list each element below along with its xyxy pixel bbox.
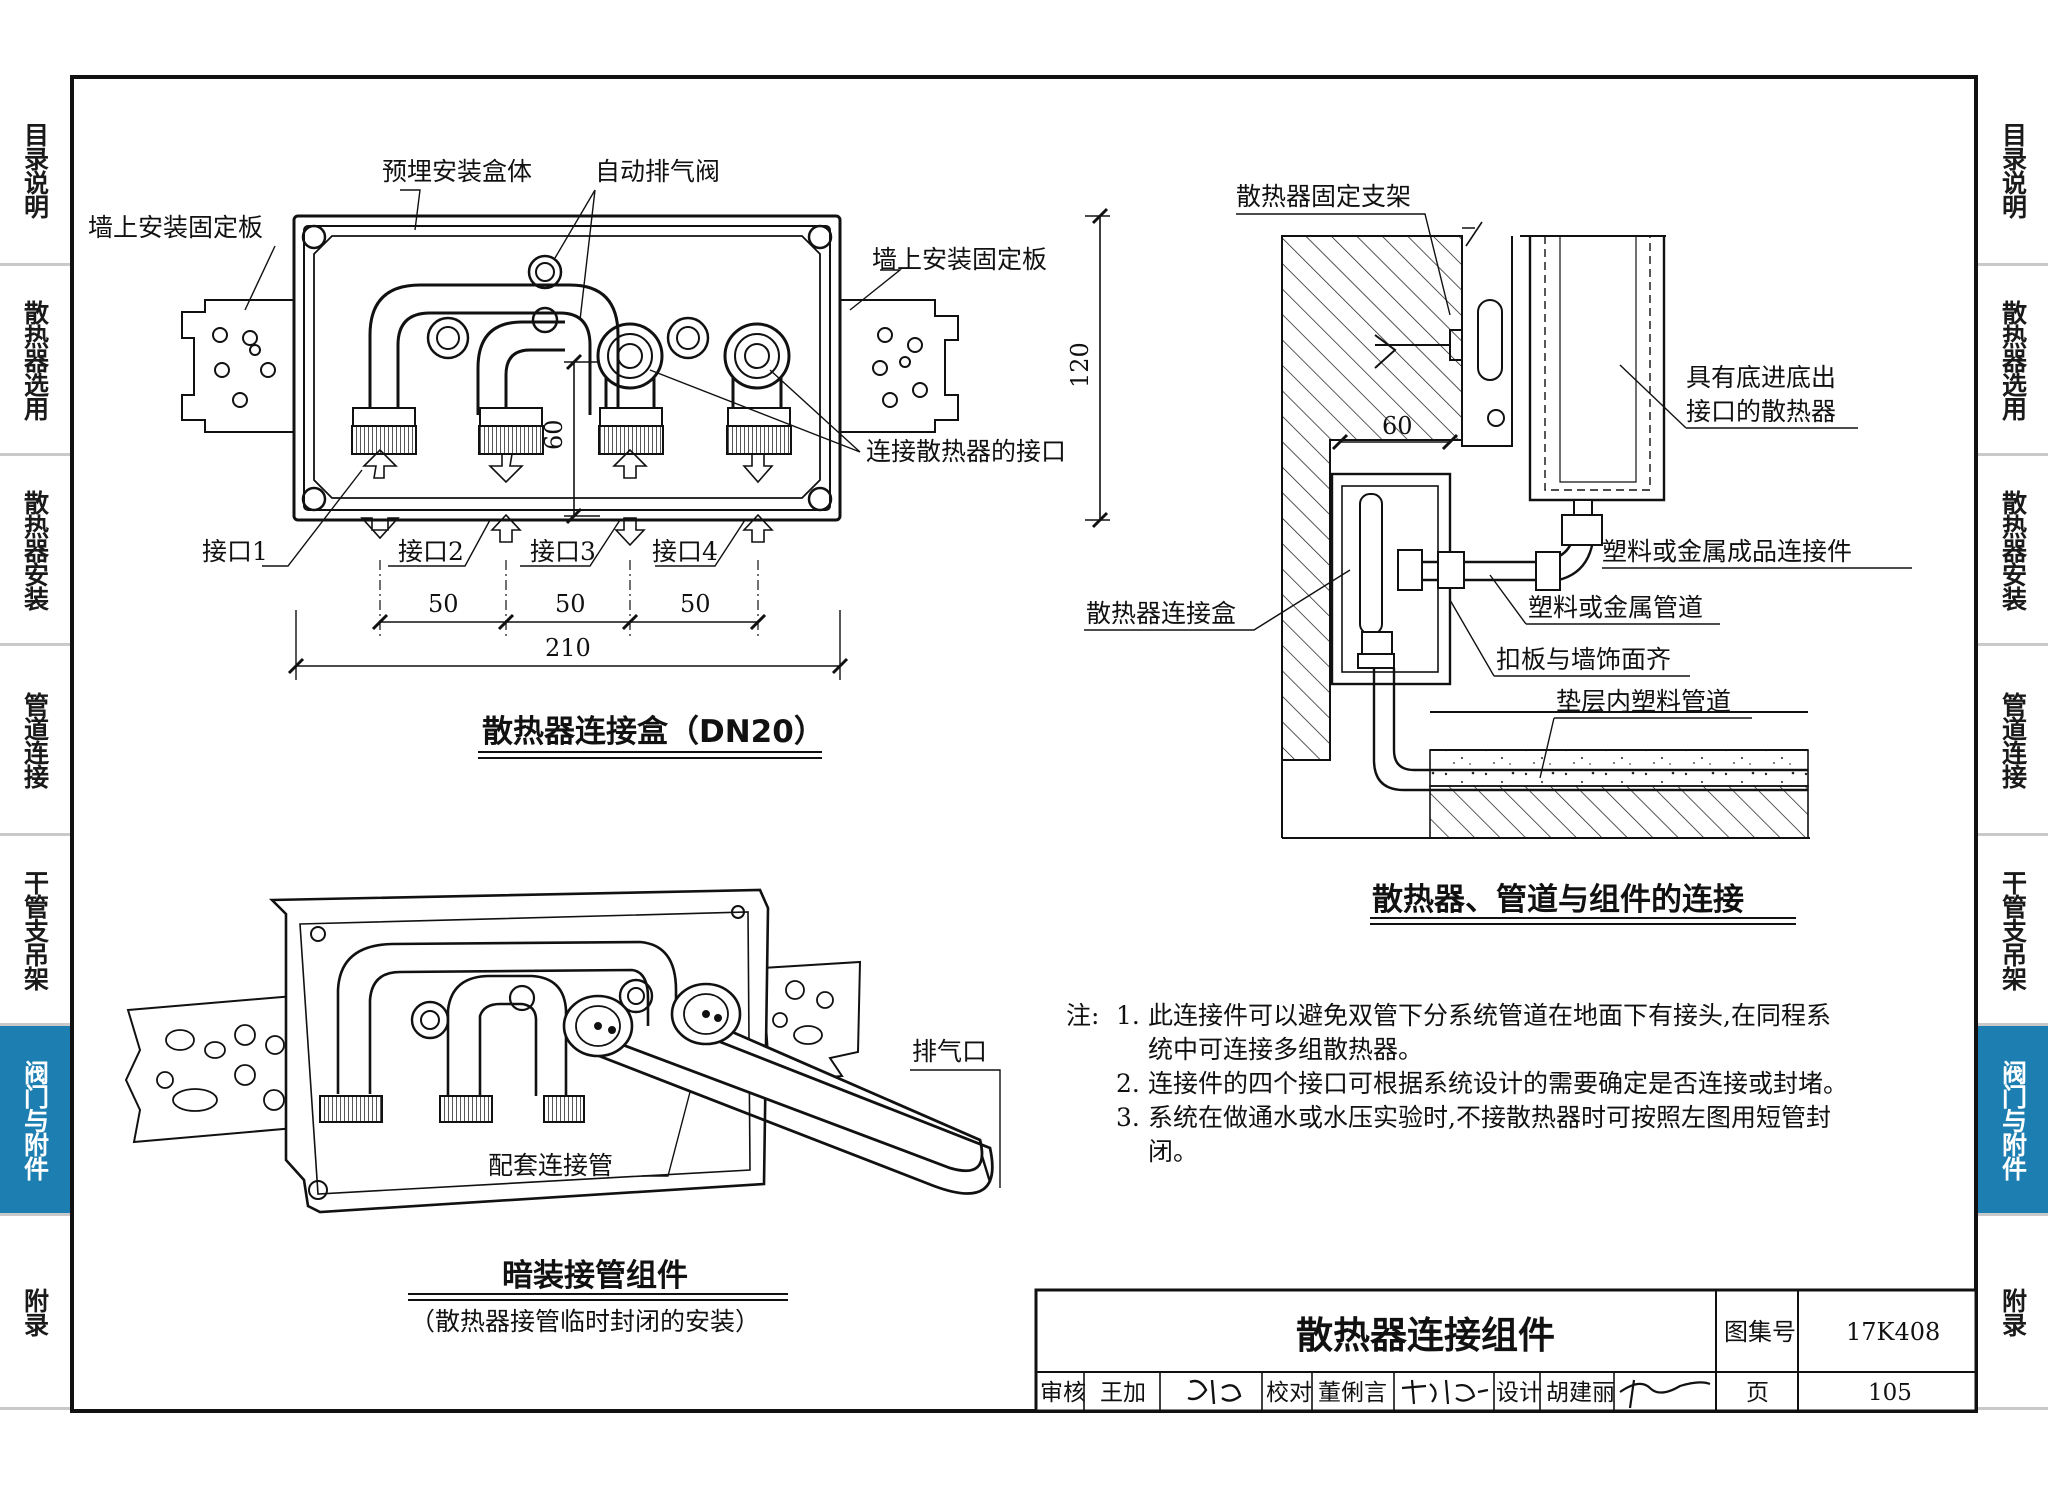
tab-contents[interactable]: 目录说明 [0, 76, 70, 266]
check-label: 校对 [1266, 1380, 1312, 1406]
tab-appendix[interactable]: 附录 [0, 1216, 70, 1410]
checker-name: 董俐言 [1318, 1380, 1387, 1406]
dim-height: 120 [1066, 342, 1094, 388]
concealed-assembly-view [124, 888, 1001, 1301]
floor-slab [1429, 785, 1809, 839]
label-radiator-port: 连接散热器的接口 [866, 437, 1066, 466]
label-port1: 接口1 [202, 537, 268, 566]
signature-reviewer [1187, 1379, 1242, 1405]
sheet-frame [70, 75, 1978, 1413]
notes: 注: 1. 此连接件可以避免双管下分系统管道在地面下有接头,在同程系 统中可连接… [1066, 1001, 1848, 1166]
note-3-line2: 闭。 [1148, 1137, 1198, 1166]
atlas-no-label: 图集号 [1724, 1318, 1796, 1346]
dim-total-width: 210 [545, 634, 591, 662]
right-mount-plate [839, 299, 959, 433]
note-1-number: 1. [1116, 1001, 1140, 1030]
assembly-view-subtitle: （散热器接管临时封闭的安装） [410, 1307, 760, 1336]
tab-main-pipe-hangers[interactable]: 干管支吊架 [1978, 836, 2048, 1026]
signature-checker [1401, 1379, 1489, 1405]
label-port4: 接口4 [652, 537, 718, 566]
label-mount-plate-left: 墙上安装固定板 [88, 213, 263, 242]
tab-main-pipe-hangers[interactable]: 干管支吊架 [0, 836, 70, 1026]
connection-box-front-view [181, 189, 1110, 759]
dim-spacing-3: 50 [680, 590, 711, 618]
label-fitting: 塑料或金属成品连接件 [1602, 537, 1852, 566]
box-view-title: 散热器连接盒（DN20） [482, 714, 825, 750]
dim-depth: 60 [540, 419, 568, 450]
radiator-body [1528, 236, 1666, 502]
left-tab-column: 目录说明 散热器选用 散热器安装 管道连接 干管支吊架 阀门与附件 附录 [0, 76, 70, 1410]
connection-box-labels: 预埋安装盒体 自动排气阀 墙上安装固定板 墙上安装固定板 连接散热器的接口 接口… [88, 157, 1094, 750]
label-mount-plate-right: 墙上安装固定板 [872, 245, 1047, 274]
label-air-valve: 自动排气阀 [595, 157, 720, 186]
label-port3: 接口3 [530, 537, 596, 566]
note-2-line1: 连接件的四个接口可根据系统设计的需要确定是否连接或封堵。 [1148, 1069, 1848, 1098]
tab-radiator-selection[interactable]: 散热器选用 [1978, 266, 2048, 456]
tab-valves-accessories[interactable]: 阀门与附件 [1978, 1026, 2048, 1216]
title-block [1034, 1288, 1978, 1413]
note-2-number: 2. [1116, 1069, 1140, 1098]
label-pipe: 塑料或金属管道 [1528, 593, 1703, 622]
tab-radiator-installation[interactable]: 散热器安装 [1978, 456, 2048, 646]
label-port2: 接口2 [398, 537, 464, 566]
note-3-line1: 系统在做通水或水压实验时,不接散热器时可按照左图用短管封 [1148, 1103, 1831, 1132]
note-1-line1: 此连接件可以避免双管下分系统管道在地面下有接头,在同程系 [1148, 1001, 1831, 1030]
concealed-assembly-labels: 排气口 配套连接管 暗装接管组件 （散热器接管临时封闭的安装） [410, 1037, 987, 1336]
radiator-connection-labels: 散热器固定支架 具有底进底出 接口的散热器 塑料或金属成品连接件 塑料或金属管道… [1086, 182, 1852, 918]
dim-spacing-2: 50 [555, 590, 586, 618]
note-3-number: 3. [1116, 1103, 1140, 1132]
label-connection-box: 散热器连接盒 [1086, 599, 1236, 628]
tab-pipe-connection[interactable]: 管道连接 [0, 646, 70, 836]
reviewer-name: 王加 [1100, 1380, 1146, 1406]
label-floor-pipe: 垫层内塑料管道 [1556, 687, 1731, 716]
label-matching-pipe: 配套连接管 [488, 1151, 613, 1180]
assembly-view-title: 暗装接管组件 [502, 1258, 688, 1294]
drawing-title: 散热器连接组件 [1296, 1314, 1555, 1357]
tab-pipe-connection[interactable]: 管道连接 [1978, 646, 2048, 836]
mount-plate-holes [212, 327, 928, 408]
connection-view-title: 散热器、管道与组件的连接 [1372, 882, 1744, 918]
label-radiator-line2: 接口的散热器 [1686, 397, 1836, 426]
notes-prefix: 注: [1066, 1001, 1099, 1030]
left-mount-plate [181, 299, 295, 433]
label-radiator-line1: 具有底进底出 [1686, 363, 1836, 392]
label-plate-flush: 扣板与墙饰面齐 [1496, 645, 1671, 674]
tab-appendix[interactable]: 附录 [1978, 1216, 2048, 1410]
note-1-line2: 统中可连接多组散热器。 [1148, 1035, 1423, 1064]
page-label: 页 [1746, 1380, 1769, 1406]
tab-valves-accessories[interactable]: 阀门与附件 [0, 1026, 70, 1216]
designer-name: 胡建丽 [1546, 1380, 1615, 1406]
review-label: 审核 [1040, 1380, 1086, 1406]
right-tab-column: 目录说明 散热器选用 散热器安装 管道连接 干管支吊架 阀门与附件 附录 [1978, 76, 2048, 1410]
label-bracket: 散热器固定支架 [1236, 182, 1411, 211]
signature-designer [1619, 1379, 1711, 1409]
label-vent: 排气口 [912, 1037, 987, 1066]
tab-contents[interactable]: 目录说明 [1978, 76, 2048, 266]
title-block-text: 散热器连接组件 图集号 17K408 审核 王加 校对 董俐言 设计 胡建丽 页… [1040, 1314, 1940, 1406]
radiator-connection-view [1084, 213, 1912, 925]
tab-radiator-selection[interactable]: 散热器选用 [0, 266, 70, 456]
atlas-no-value: 17K408 [1846, 1318, 1940, 1346]
page-number: 105 [1868, 1380, 1912, 1406]
tab-radiator-installation[interactable]: 散热器安装 [0, 456, 70, 646]
label-embedded-box: 预埋安装盒体 [382, 157, 532, 186]
dim-spacing-1: 50 [428, 590, 459, 618]
design-label: 设计 [1496, 1380, 1542, 1406]
dim-60: 60 [1382, 412, 1413, 440]
floor-screed [1429, 749, 1809, 787]
